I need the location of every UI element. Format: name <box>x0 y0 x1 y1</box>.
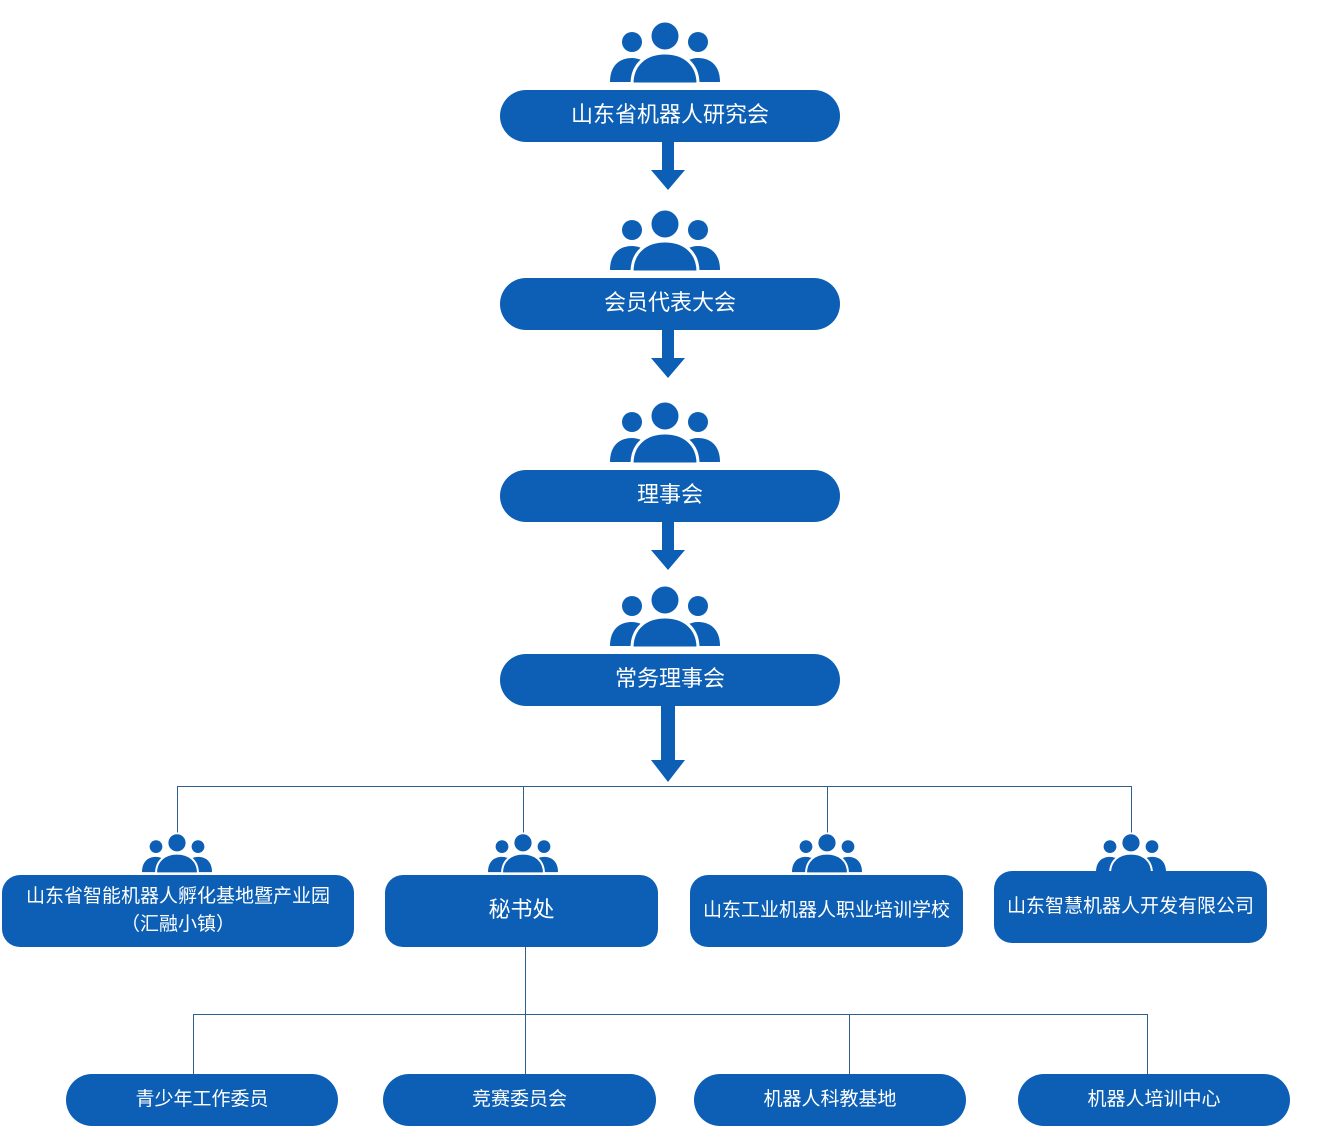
arrow-down-icon <box>651 330 685 378</box>
people-group-icon <box>610 208 720 272</box>
arrow-down-icon <box>651 706 685 782</box>
secretariat-connector-vertical <box>849 1014 850 1075</box>
branch-connector-horizontal <box>177 786 1132 787</box>
people-group-icon <box>610 20 720 84</box>
node-secretariat: 秘书处 <box>385 875 658 947</box>
secretariat-connector-vertical <box>1147 1014 1148 1075</box>
node-training-school: 山东工业机器人职业培训学校 <box>690 875 963 947</box>
node-research-society: 山东省机器人研究会 <box>500 90 840 142</box>
secretariat-connector-vertical <box>525 947 526 1075</box>
people-group-icon <box>610 584 720 648</box>
branch-connector-vertical <box>177 786 178 836</box>
node-development-company: 山东智慧机器人开发有限公司 <box>994 871 1267 943</box>
people-group-icon <box>792 832 862 874</box>
node-youth-committee: 青少年工作委员 <box>66 1074 338 1126</box>
people-group-icon <box>610 400 720 464</box>
arrow-down-icon <box>651 522 685 570</box>
people-group-icon <box>142 832 212 874</box>
branch-connector-vertical <box>1131 786 1132 836</box>
branch-connector-vertical <box>523 786 524 836</box>
node-standing-council: 常务理事会 <box>500 654 840 706</box>
node-training-center: 机器人培训中心 <box>1018 1074 1290 1126</box>
people-group-icon <box>1096 832 1166 874</box>
node-member-congress: 会员代表大会 <box>500 278 840 330</box>
branch-connector-vertical <box>827 786 828 836</box>
secretariat-connector-vertical <box>193 1014 194 1075</box>
secretariat-connector-horizontal <box>193 1014 1148 1015</box>
people-group-icon <box>488 832 558 874</box>
node-council: 理事会 <box>500 470 840 522</box>
arrow-down-icon <box>651 142 685 190</box>
node-competition-committee: 竞赛委员会 <box>383 1074 656 1126</box>
node-education-base: 机器人科教基地 <box>694 1074 966 1126</box>
node-incubation-base: 山东省智能机器人孵化基地暨产业园 （汇融小镇） <box>2 875 354 947</box>
